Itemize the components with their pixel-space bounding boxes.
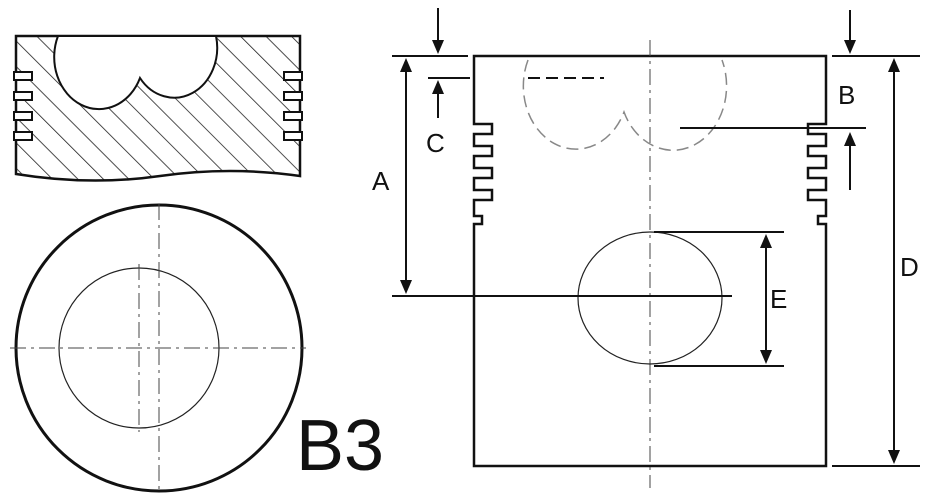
- dimension-e-label: E: [770, 284, 787, 314]
- piston-code-label: B3: [296, 406, 384, 486]
- cross-section-bowl: [53, 35, 219, 111]
- piston-top-view: [10, 203, 306, 493]
- dimension-d-label: D: [900, 252, 919, 282]
- dimension-c-label: C: [426, 128, 445, 158]
- dimension-b-label: B: [838, 80, 855, 110]
- side-view-outline: [472, 54, 828, 468]
- cross-section-right-grooves: [283, 71, 303, 141]
- side-view-pin-bore: [577, 231, 723, 365]
- dimension-a-label: A: [372, 166, 390, 196]
- dimension-b: [680, 10, 920, 190]
- piston-side-view: [472, 40, 828, 488]
- dimension-d: [832, 58, 920, 467]
- dimension-c: [428, 8, 470, 118]
- dimension-e: [654, 231, 784, 367]
- cross-section-left-grooves: [13, 71, 33, 141]
- piston-cross-section: [13, 34, 303, 182]
- side-view-bowl-hidden: [522, 59, 728, 151]
- dimension-a: [392, 55, 732, 297]
